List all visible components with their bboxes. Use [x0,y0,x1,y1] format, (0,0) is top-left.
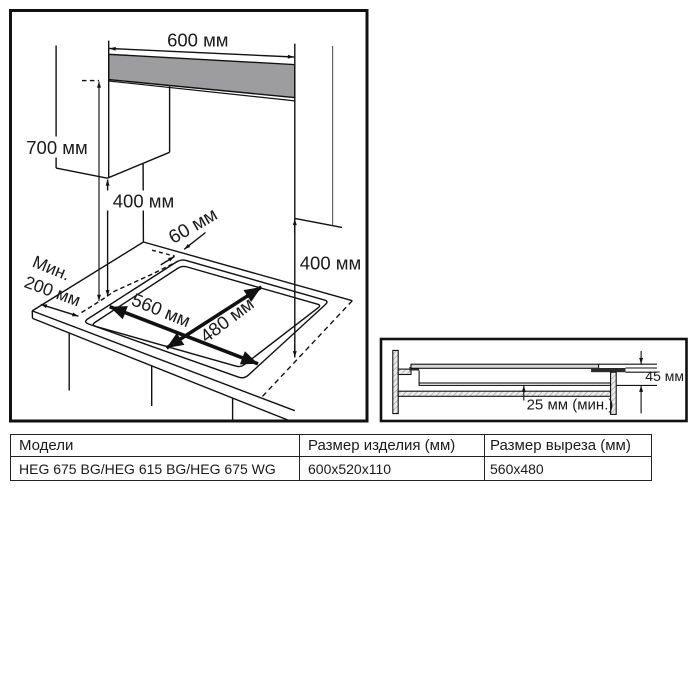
svg-text:400 мм: 400 мм [300,253,361,274]
svg-text:480 мм: 480 мм [196,293,258,347]
svg-text:25 мм (мин.): 25 мм (мин.) [527,397,614,414]
svg-text:700 мм: 700 мм [26,137,87,158]
svg-text:45 мм: 45 мм [645,368,684,384]
svg-text:400 мм: 400 мм [113,191,174,212]
svg-text:600 мм: 600 мм [167,30,228,51]
